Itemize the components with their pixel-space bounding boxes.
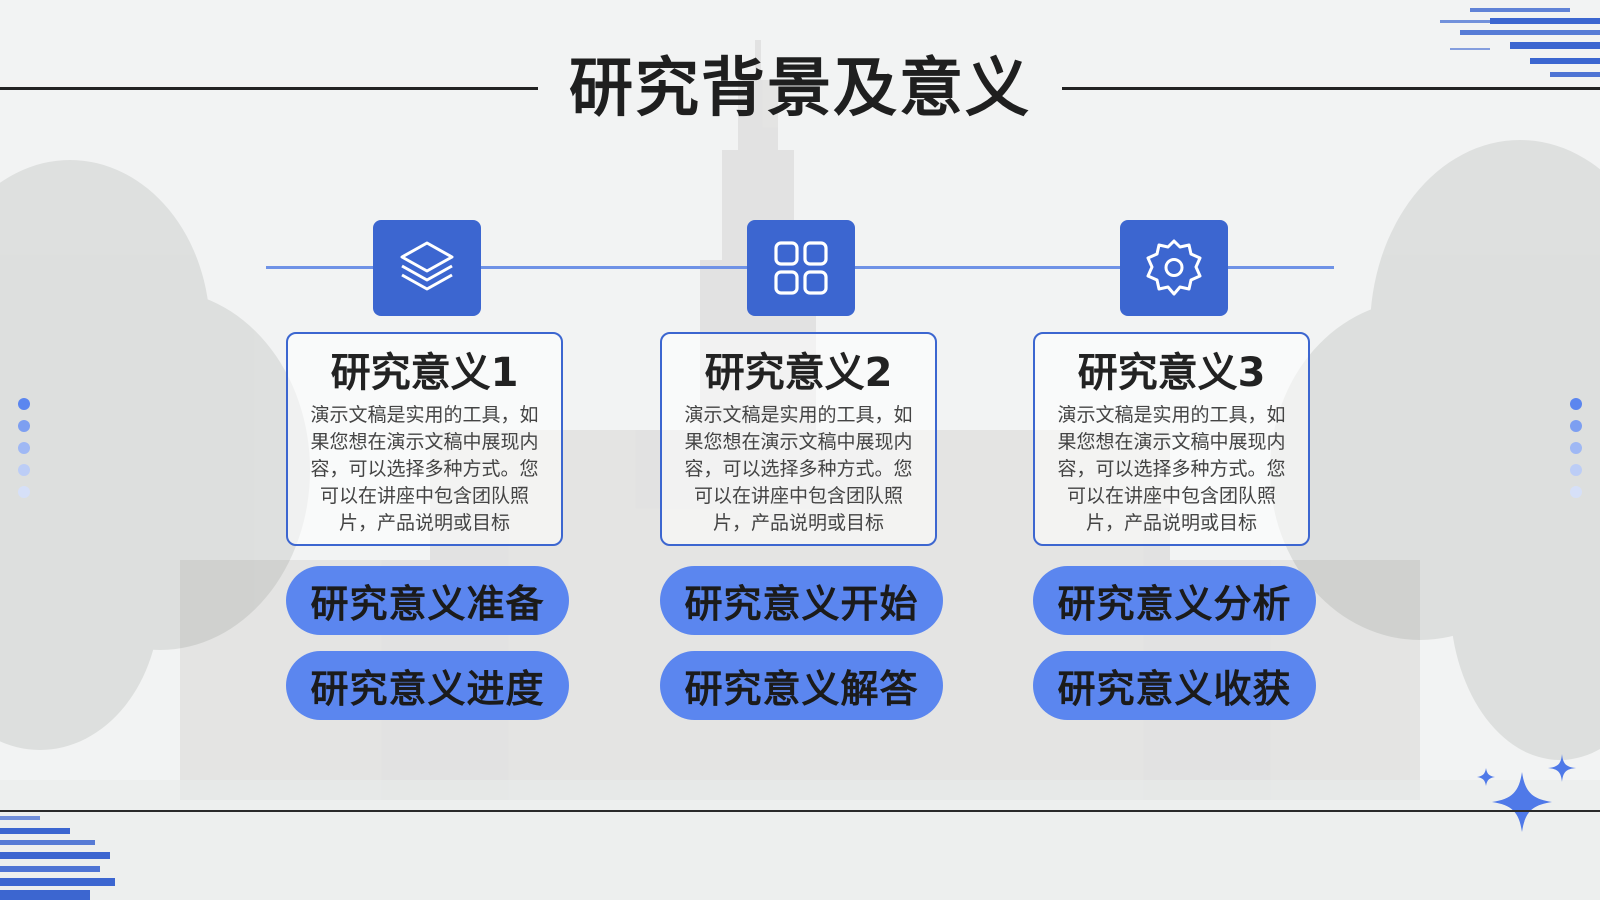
button-2-2[interactable]: 研究意义解答 <box>660 651 943 720</box>
card-1: 研究意义1 演示文稿是实用的工具，如果您想在演示文稿中展现内容，可以选择多种方式… <box>286 332 563 546</box>
card-3: 研究意义3 演示文稿是实用的工具，如果您想在演示文稿中展现内容，可以选择多种方式… <box>1033 332 1310 546</box>
dot <box>1570 442 1582 454</box>
brush-stroke-decoration-bottom <box>0 816 115 900</box>
dot <box>1570 486 1582 498</box>
button-3-2[interactable]: 研究意义收获 <box>1033 651 1316 720</box>
brush-stroke-decoration-top <box>1440 8 1600 77</box>
grid-icon-box <box>747 220 855 316</box>
grid-icon <box>774 241 828 295</box>
dot <box>18 486 30 498</box>
title-rule-right <box>1062 87 1600 90</box>
button-1-1[interactable]: 研究意义准备 <box>286 566 569 635</box>
gear-icon <box>1146 239 1202 296</box>
card-title: 研究意义2 <box>704 350 893 396</box>
layers-icon-box <box>373 220 481 316</box>
card-text: 演示文稿是实用的工具，如果您想在演示文稿中展现内容，可以选择多种方式。您可以在讲… <box>684 404 913 534</box>
dot <box>1570 398 1582 410</box>
slide-title: 研究背景及意义 <box>569 52 1031 126</box>
gear-icon-box <box>1120 220 1228 316</box>
bottom-rule <box>0 810 1600 812</box>
card-text: 演示文稿是实用的工具，如果您想在演示文稿中展现内容，可以选择多种方式。您可以在讲… <box>310 404 539 534</box>
dot <box>1570 420 1582 432</box>
sparkle-stars-decoration <box>1477 754 1576 832</box>
button-1-2[interactable]: 研究意义进度 <box>286 651 569 720</box>
dot <box>18 398 30 410</box>
card-title: 研究意义3 <box>1077 350 1266 396</box>
button-2-1[interactable]: 研究意义开始 <box>660 566 943 635</box>
button-3-1[interactable]: 研究意义分析 <box>1033 566 1316 635</box>
card-text: 演示文稿是实用的工具，如果您想在演示文稿中展现内容，可以选择多种方式。您可以在讲… <box>1057 404 1286 534</box>
title-rule-left <box>0 87 538 90</box>
dot <box>18 464 30 476</box>
dot <box>1570 464 1582 476</box>
card-2: 研究意义2 演示文稿是实用的工具，如果您想在演示文稿中展现内容，可以选择多种方式… <box>660 332 937 546</box>
card-title: 研究意义1 <box>330 350 519 396</box>
layers-icon <box>400 241 454 291</box>
left-dot-indicator <box>18 398 32 508</box>
dot <box>18 420 30 432</box>
dot <box>18 442 30 454</box>
right-dot-indicator <box>1570 398 1584 508</box>
